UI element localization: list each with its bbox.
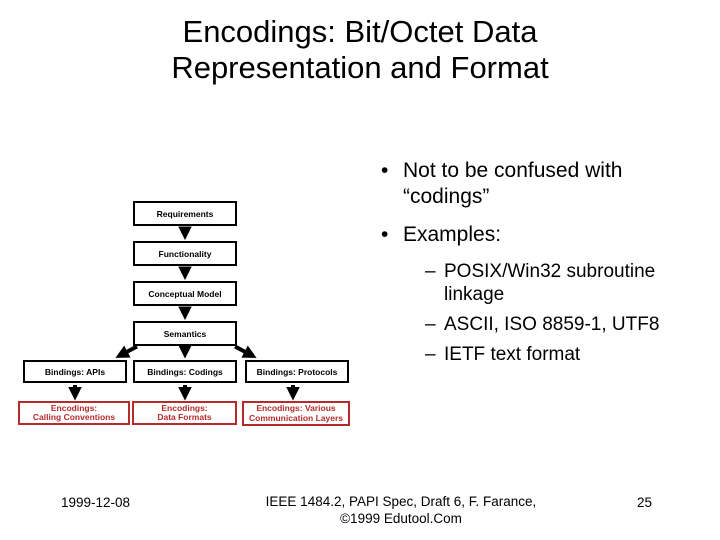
flow-box-semantics-label: Semantics <box>163 328 207 339</box>
binding-box-apis: Bindings: APIs <box>23 360 127 383</box>
sub-bullet-text-3: IETF text format <box>444 344 581 365</box>
encoding-box-data-formats: Encodings: Data Formats <box>132 401 237 425</box>
sub-bullet-text-1: POSIX/Win32 subroutine linkage <box>444 261 656 305</box>
flow-box-conceptual-model-label: Conceptual Model <box>148 288 222 299</box>
flow-box-requirements-label: Requirements <box>156 208 214 219</box>
arrow-semantics-protocols <box>234 344 257 358</box>
slide-page-number: 25 <box>636 495 652 510</box>
encoding-box-communication-layers: Encodings: Various Communication Layers <box>242 401 350 426</box>
binding-box-codings: Bindings: Codings <box>133 360 237 383</box>
footer-date: 1999-12-08 <box>61 495 131 510</box>
sub-bullet-item-1: – POSIX/Win32 subroutine linkage <box>425 260 701 306</box>
binding-box-apis-label: Bindings: APIs <box>44 366 106 377</box>
bullet-marker: • <box>381 159 389 182</box>
encoding-box-calling-line2: Calling Conventions <box>32 412 116 422</box>
footer-citation-line1: IEEE 1484.2, PAPI Spec, Draft 6, F. Fara… <box>265 494 537 509</box>
bullet-text-2: Examples: <box>403 223 502 246</box>
flow-box-requirements: Requirements <box>133 201 237 226</box>
diagram-arrows <box>68 226 300 401</box>
sub-bullet-item-2: – ASCII, ISO 8859-1, UTF8 <box>425 313 701 336</box>
slide-title: Encodings: Bit/Octet Data Representation… <box>0 14 720 86</box>
slide-title-line2: Representation and Format <box>171 50 549 85</box>
dash-marker: – <box>425 314 436 335</box>
encoding-box-communication-line1: Encodings: Various <box>256 403 336 413</box>
encoding-box-data-line2: Data Formats <box>157 412 212 422</box>
binding-box-codings-label: Bindings: Codings <box>147 366 223 377</box>
flow-box-functionality: Functionality <box>133 241 237 266</box>
footer-citation: IEEE 1484.2, PAPI Spec, Draft 6, F. Fara… <box>201 494 601 527</box>
flowchart-diagram: Requirements Functionality Conceptual Mo… <box>0 190 360 440</box>
encoding-box-calling-conventions: Encodings: Calling Conventions <box>18 401 130 425</box>
encoding-box-communication-line2: Communication Layers <box>249 412 343 423</box>
bullet-item-1: • Not to be confused with “codings” <box>381 158 701 210</box>
arrow-semantics-apis <box>115 344 138 358</box>
encoding-box-data-line1: Encodings: <box>161 402 208 413</box>
binding-box-protocols: Bindings: Protocols <box>245 360 349 383</box>
flow-box-semantics: Semantics <box>133 321 237 346</box>
bullet-item-2: • Examples: <box>381 222 701 248</box>
bullet-text-1: Not to be confused with “codings” <box>403 159 623 208</box>
sub-bullet-text-2: ASCII, ISO 8859-1, UTF8 <box>444 314 660 335</box>
bullet-list: • Not to be confused with “codings” • Ex… <box>381 158 701 373</box>
sub-bullet-item-3: – IETF text format <box>425 343 701 366</box>
flow-box-functionality-label: Functionality <box>158 248 212 259</box>
bullet-marker: • <box>381 223 389 246</box>
flow-box-conceptual-model: Conceptual Model <box>133 281 237 306</box>
dash-marker: – <box>425 261 436 282</box>
encoding-box-calling-line1: Encodings: <box>50 402 98 413</box>
dash-marker: – <box>425 344 436 365</box>
slide-title-line1: Encodings: Bit/Octet Data <box>182 14 538 49</box>
binding-box-protocols-label: Bindings: Protocols <box>256 366 338 377</box>
footer-citation-line2: ©1999 Edutool.Com <box>340 510 462 526</box>
